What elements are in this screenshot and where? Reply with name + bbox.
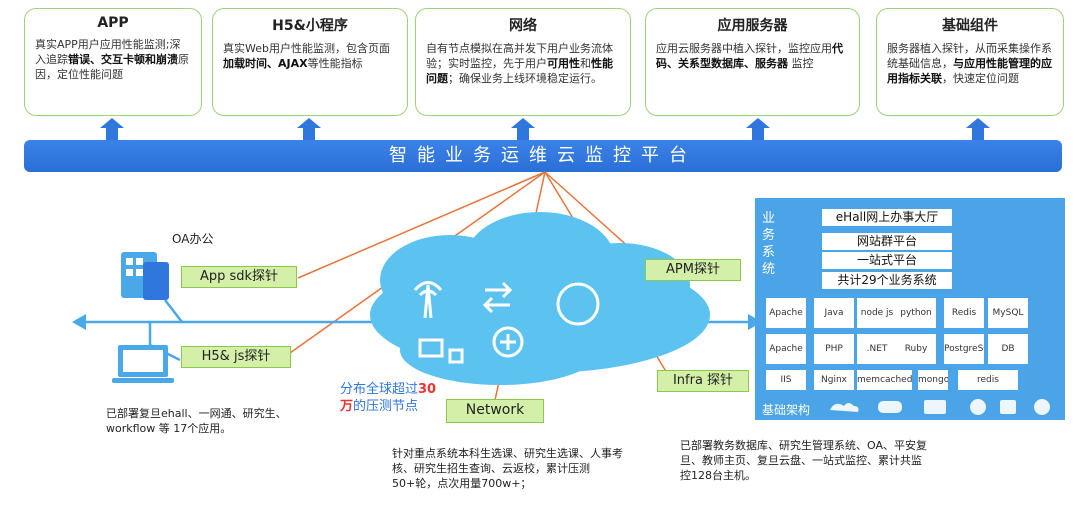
tech-logo: IIS: [766, 370, 806, 390]
feature-card: H5&小程序真实Web用户性能监测，包含页面加载时间、AJAX等性能指标: [212, 8, 408, 116]
feature-card-text: 自有节点模拟在高并发下用户业务流体验；实时监控，先于用户可用性和性能问题；确保业…: [426, 42, 613, 85]
tech-logo: redis: [958, 370, 1018, 390]
cloud-caption-unit: 万: [340, 399, 354, 414]
note-center: 针对重点系统本科生选课、研究生选课、人事考核、研究生招生查询、云返校，累计压测5…: [392, 447, 623, 490]
business-item: 共计29个业务系统: [822, 272, 952, 289]
feature-card-text: 服务器植入探针，从而采集操作系统基础信息，与应用性能管理的应用指标关联，快速定位…: [887, 42, 1052, 85]
tech-logo: DB: [988, 334, 1028, 364]
tag-app-sdk: App sdk探针: [181, 266, 297, 288]
tag-network: Network: [446, 399, 544, 423]
note-left: 已部署复旦ehall、一网通、研究生、workflow 等 17个应用。: [106, 407, 287, 435]
feature-card-title: APP: [97, 15, 129, 31]
tag-apm: APM探针: [645, 259, 741, 281]
feature-card-text: 真实APP用户应用性能监测;深入追踪错误、交互卡顿和崩溃原因，定位性能问题: [35, 38, 189, 81]
tech-logo: Nginx: [814, 370, 854, 390]
tech-logo: Apache Tomcat: [766, 298, 806, 328]
tech-logo: Apache: [766, 334, 806, 364]
feature-card: 网络自有节点模拟在高并发下用户业务流体验；实时监控，先于用户可用性和性能问题；确…: [415, 8, 631, 116]
cloud-caption-number: 30: [418, 382, 437, 397]
feature-card-title: 应用服务器: [717, 18, 788, 34]
business-item: eHall网上办事大厅: [822, 209, 952, 226]
tech-logo: PostgreSQL: [944, 334, 984, 364]
note-right: 已部署教务数据库、研究生管理系统、OA、平安复旦、教师主页、复旦云盘、一站式监控…: [680, 439, 927, 482]
infra-label: 基础架构: [762, 403, 811, 417]
tech-logo: python: [896, 298, 936, 328]
tech-logo: mongoDB: [918, 370, 948, 390]
feature-card-title: 基础组件: [942, 18, 998, 34]
tech-logo: MySQL: [988, 298, 1028, 328]
feature-card: APP 真实APP用户应用性能监测;深入追踪错误、交互卡顿和崩溃原因，定位性能问题: [24, 8, 202, 116]
feature-card: 基础组件服务器植入探针，从而采集操作系统基础信息，与应用性能管理的应用指标关联，…: [876, 8, 1064, 116]
oa-label: OA办公: [172, 232, 214, 246]
tech-logo: Java: [814, 298, 854, 328]
business-label: 业务系统: [762, 211, 776, 277]
up-arrows: [100, 118, 990, 141]
tech-logo: .NET: [857, 334, 897, 364]
feature-card: 应用服务器应用云服务器中植入探针，监控应用代码、关系型数据库、服务器 监控: [645, 8, 860, 116]
tag-infra: Infra 探针: [657, 370, 749, 392]
feature-card-title: H5&小程序: [272, 18, 348, 34]
platform-banner: 智能业务运维云监控平台: [24, 140, 1062, 172]
feature-card-title: 网络: [509, 18, 537, 34]
tech-logo: Redis: [944, 298, 984, 328]
tech-logo: memcached: [857, 370, 912, 390]
tag-h5-js: H5& js探针: [181, 346, 291, 368]
infra-icons: [830, 399, 1050, 415]
feature-card-text: 真实Web用户性能监测，包含页面加载时间、AJAX等性能指标: [223, 42, 390, 70]
tech-logo: Ruby: [896, 334, 936, 364]
tech-logo: node js: [857, 298, 897, 328]
tech-logo: PHP: [814, 334, 854, 364]
cloud-caption: 分布全球超过30 万的压测节点: [340, 382, 437, 414]
business-item: 一站式平台: [822, 252, 952, 269]
feature-card-text: 应用云服务器中植入探针，监控应用代码、关系型数据库、服务器 监控: [656, 42, 843, 70]
business-item: 网站群平台: [822, 233, 952, 250]
